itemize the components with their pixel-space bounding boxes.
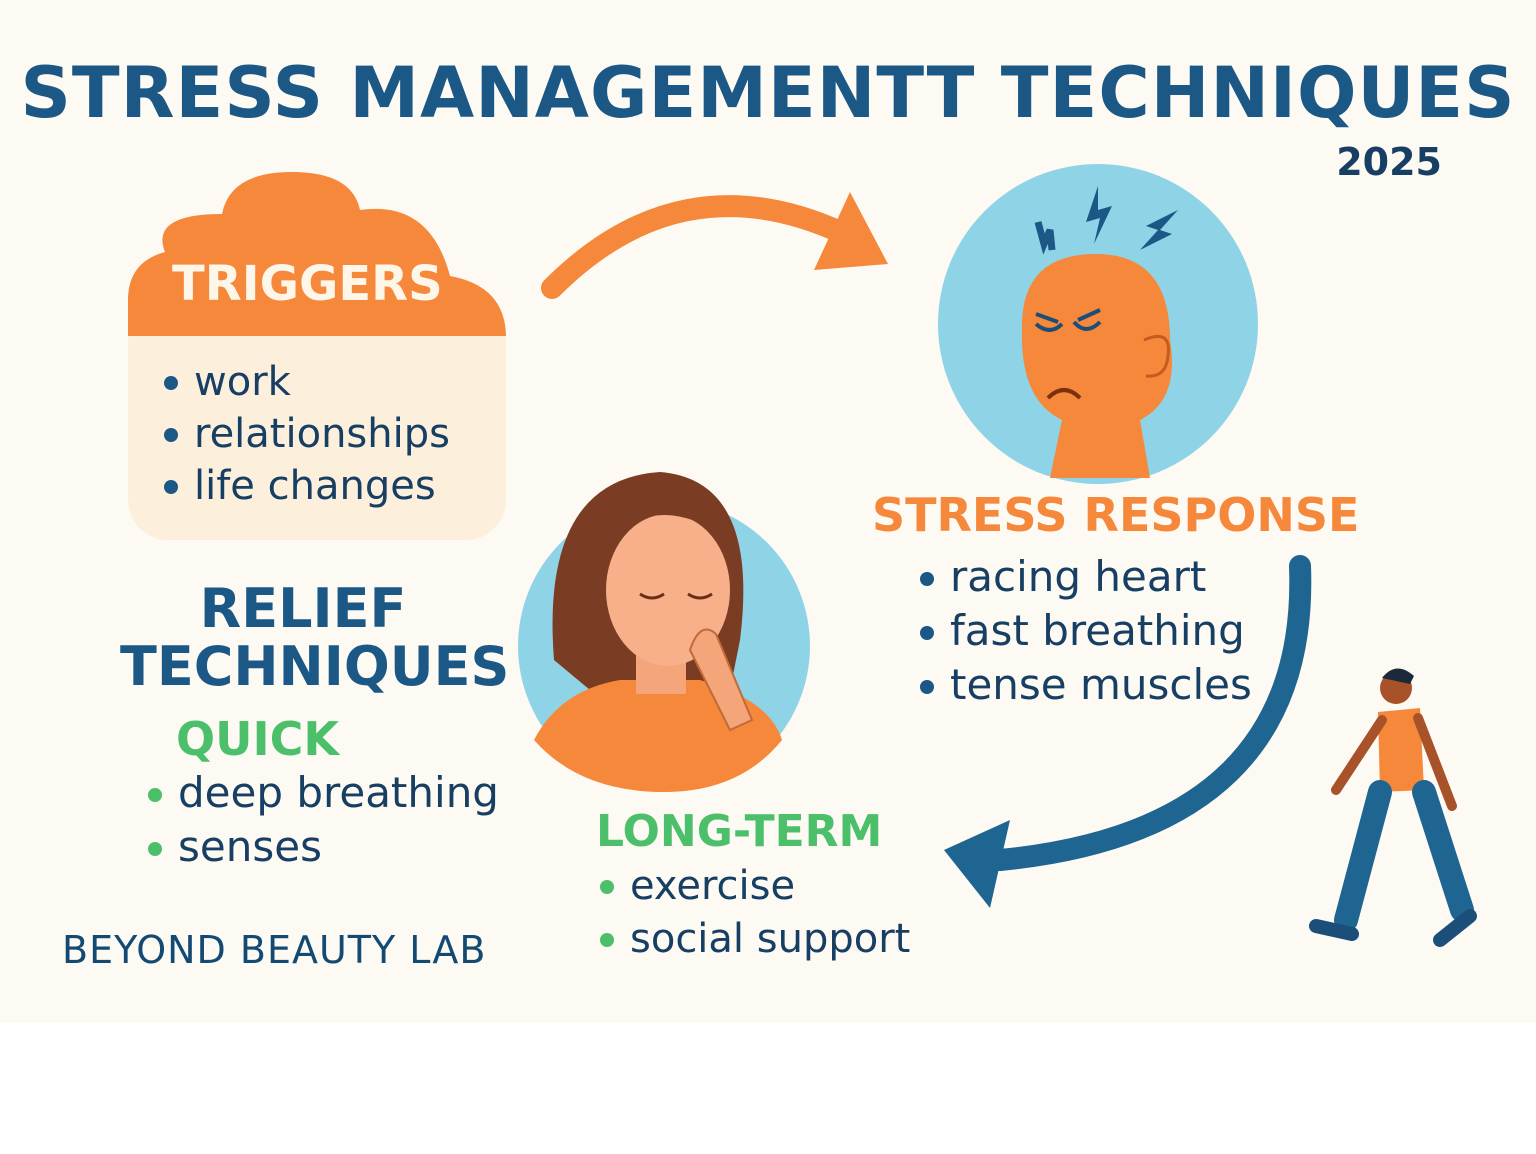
year-label: 2025 (1336, 140, 1442, 184)
list-item: life changes (160, 460, 450, 512)
list-item: work (160, 356, 450, 408)
triggers-list: work relationships life changes (160, 356, 450, 512)
list-item: social support (596, 913, 910, 966)
triggers-heading: TRIGGERS (172, 256, 443, 312)
list-item: deep breathing (144, 766, 499, 820)
relief-techniques-heading: RELIEF TECHNIQUES (120, 577, 510, 698)
long-term-heading: LONG-TERM (596, 806, 883, 857)
relaxed-woman-illustration (518, 472, 810, 792)
brand-label: BEYOND BEAUTY LAB (62, 928, 487, 972)
list-item: exercise (596, 860, 910, 913)
walking-man-illustration (1309, 668, 1477, 947)
quick-heading: QUICK (176, 712, 339, 766)
long-term-list: exercise social support (596, 860, 910, 966)
infographic-canvas: STRESS MANAGEMENTT TECHNIQUES 2025 TRIGG… (0, 0, 1536, 1023)
list-item: senses (144, 820, 499, 874)
arrow-response-to-relief-icon (944, 555, 1312, 908)
stressed-person-illustration (938, 164, 1258, 484)
quick-list: deep breathing senses (144, 766, 499, 874)
list-item: fast breathing (916, 604, 1252, 658)
stress-response-heading: STRESS RESPONSE (872, 488, 1360, 542)
list-item: tense muscles (916, 658, 1252, 712)
relief-heading-line1: RELIEF (199, 577, 407, 640)
relief-heading-line2: TECHNIQUES (120, 635, 510, 698)
stress-response-list: racing heart fast breathing tense muscle… (916, 550, 1252, 712)
triggers-cloud-card (128, 172, 506, 540)
illustrations (128, 164, 1477, 947)
page-title: STRESS MANAGEMENTT TECHNIQUES (20, 52, 1516, 134)
list-item: racing heart (916, 550, 1252, 604)
arrow-triggers-to-response-icon (541, 192, 888, 299)
list-item: relationships (160, 408, 450, 460)
